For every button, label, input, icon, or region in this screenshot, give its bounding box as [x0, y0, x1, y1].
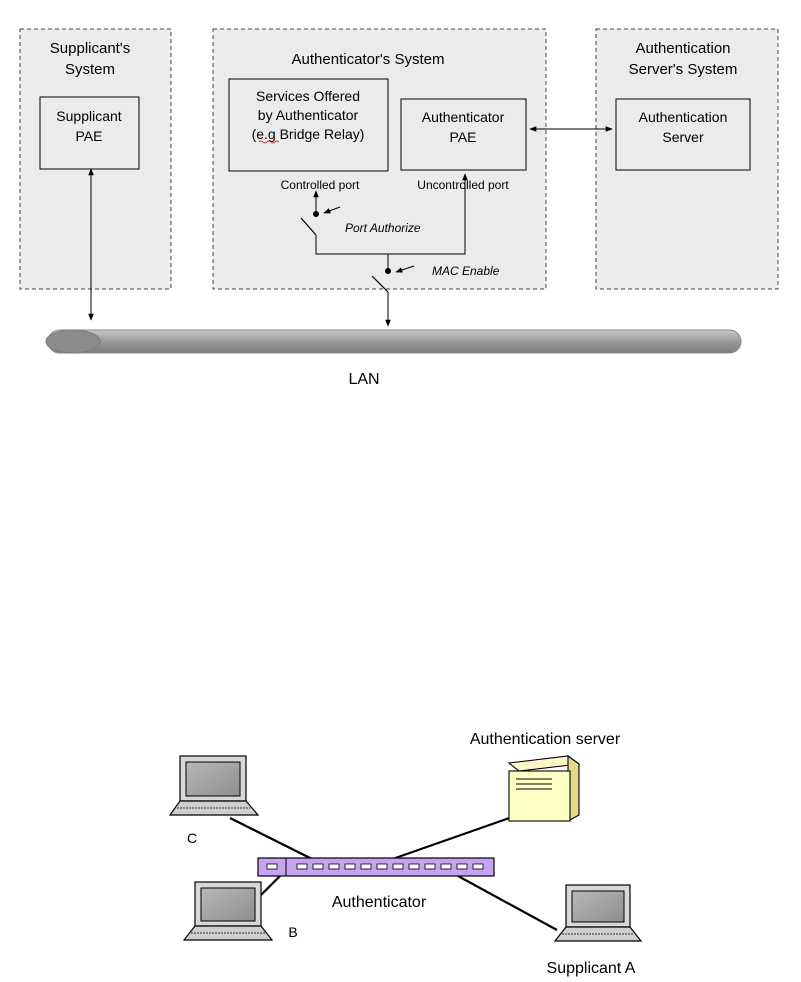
authenticator-system-box: Authenticator's System Services Offered … [212, 28, 547, 293]
switch-port [344, 863, 356, 870]
auth-server-system-title-1: Authentication [635, 40, 730, 57]
switch-port [472, 863, 484, 870]
mac-enable-pointer [395, 265, 415, 273]
supplicant-pae-label-2: PAE [76, 128, 103, 144]
supplicant-system-title-1: Supplicant's [50, 40, 130, 57]
switch-port [440, 863, 452, 870]
switch-port [392, 863, 404, 870]
switch-port [312, 863, 324, 870]
switch-port [266, 863, 278, 870]
services-offered-box [228, 78, 389, 172]
auth-server-label-2: Server [662, 129, 704, 145]
supplicant-system-title-2: System [65, 61, 115, 78]
internal-port-wiring [315, 174, 466, 255]
cable-a [457, 875, 558, 931]
supplicant-a-label: Supplicant A [547, 960, 636, 977]
server-icon [507, 754, 581, 822]
authenticator-system-title: Authenticator's System [292, 51, 445, 68]
switch-port [408, 863, 420, 870]
authenticator-pae-box [400, 98, 527, 171]
cable-server [383, 814, 516, 864]
controlled-port-label: Controlled port [281, 178, 360, 192]
auth-server-label-1: Authentication [639, 109, 728, 125]
switch-icon [257, 857, 495, 877]
authenticator-pae-label-2: PAE [450, 129, 477, 145]
authenticator-pae-label-1: Authenticator [422, 109, 505, 125]
laptop-b-icon [182, 881, 274, 941]
auth-server-system-box: Authentication Server's System Authentic… [595, 28, 779, 290]
switch-port [456, 863, 468, 870]
mac-enable-switch [371, 275, 389, 293]
switch-port [424, 863, 436, 870]
lan-bar [45, 329, 742, 354]
lan-bar-end-cap [45, 329, 101, 354]
switch-ports [266, 863, 484, 870]
port-authorize-label: Port Authorize [345, 221, 421, 235]
lan-label: LAN [348, 371, 379, 388]
cable-c [229, 817, 319, 863]
laptop-c-label: C [187, 830, 197, 846]
port-authorize-pointer [323, 206, 341, 214]
services-label-2: by Authenticator [258, 107, 359, 123]
supplicant-pae-box [39, 96, 140, 170]
port-authorize-switch [300, 217, 317, 236]
auth-server-caption: Authentication server [470, 731, 621, 748]
spellcheck-underline [258, 140, 280, 144]
switch-port [376, 863, 388, 870]
laptop-c-icon [168, 755, 260, 816]
uncontrolled-port-label: Uncontrolled port [417, 178, 509, 192]
supplicant-system-box: Supplicant's System Supplicant PAE [19, 28, 172, 290]
laptop-a-icon [553, 884, 643, 942]
auth-server-box [615, 98, 751, 171]
auth-server-system-title-2: Server's System [629, 61, 738, 78]
laptop-b-label: B [288, 924, 297, 940]
services-label-1: Services Offered [256, 88, 360, 104]
port-authorize-contact [313, 211, 319, 217]
supplicant-pae-label-1: Supplicant [56, 108, 121, 124]
switch-port [328, 863, 340, 870]
switch-port [296, 863, 308, 870]
authenticator-caption: Authenticator [332, 894, 427, 911]
mac-enable-label: MAC Enable [432, 264, 500, 278]
switch-port [360, 863, 372, 870]
mac-enable-contact [385, 268, 391, 274]
services-label-3: (e.g Bridge Relay) [252, 126, 365, 142]
